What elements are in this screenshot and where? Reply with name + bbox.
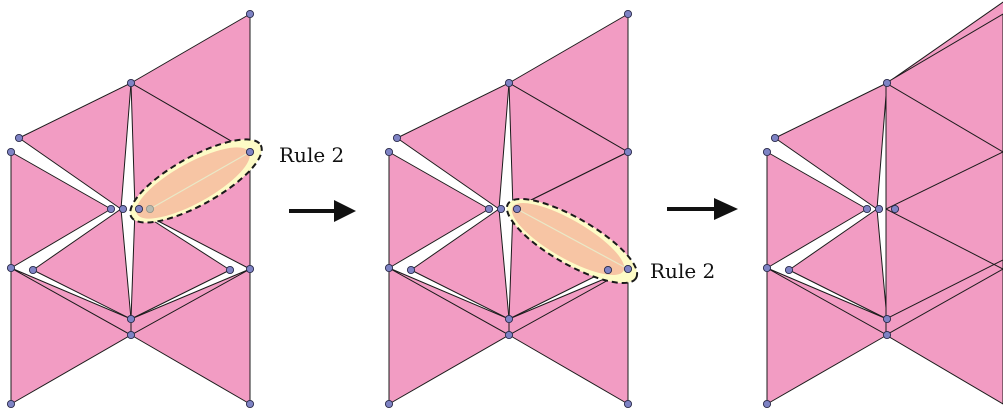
vertex-node <box>134 204 144 214</box>
vertex-node <box>245 264 255 274</box>
tile-edge <box>885 82 1003 153</box>
vertex-node <box>882 314 892 324</box>
tile-triangle <box>774 82 888 210</box>
vertex-node <box>384 263 394 273</box>
vertex-node <box>28 265 38 275</box>
vertex-node <box>623 399 633 409</box>
tile-triangle <box>32 208 132 320</box>
vertex-node <box>6 147 16 157</box>
tile-triangle <box>508 268 629 336</box>
tile-triangle <box>410 208 510 320</box>
vertex-node <box>762 399 772 409</box>
tile-triangle <box>388 151 490 269</box>
vertex-node <box>882 78 892 88</box>
vertex-node <box>225 265 235 275</box>
vertex-node <box>392 133 402 143</box>
vertex-node <box>890 204 900 214</box>
vertex-node <box>512 204 522 214</box>
vertex-node <box>770 133 780 143</box>
vertex-node <box>623 9 633 19</box>
vertex-node <box>406 265 416 275</box>
vertex-node <box>882 330 892 340</box>
vertex-node <box>484 204 494 214</box>
vertex-node <box>504 78 514 88</box>
vertex-node <box>384 147 394 157</box>
vertex-node <box>126 78 136 88</box>
vertex-node <box>762 147 772 157</box>
tile-triangle <box>130 208 231 320</box>
tile-triangle <box>885 13 1003 405</box>
vertex-node <box>14 133 24 143</box>
tile-edge <box>885 268 1003 336</box>
rule-label-2: Rule 2 <box>650 259 715 283</box>
arrow-1 <box>289 200 356 222</box>
vertex-node <box>603 265 613 275</box>
rule-label-1: Rule 2 <box>279 143 344 167</box>
panel-step-3 <box>762 1 1003 409</box>
vertex-node <box>106 204 116 214</box>
vertex-node <box>6 263 16 273</box>
vertex-node <box>862 204 872 214</box>
panel-step-2 <box>384 9 639 409</box>
vertex-node <box>504 330 514 340</box>
vertex-node <box>784 265 794 275</box>
tile-triangle <box>10 151 112 269</box>
tile-triangle <box>788 208 888 320</box>
vertex-node <box>623 147 633 157</box>
tile-triangle <box>766 151 868 269</box>
tile-triangle <box>396 82 510 210</box>
panel-step-1 <box>6 9 263 409</box>
vertex-node <box>504 314 514 324</box>
vertex-node <box>384 399 394 409</box>
tile-edge <box>885 151 1003 210</box>
vertex-node <box>245 9 255 19</box>
vertex-node <box>762 263 772 273</box>
vertex-node <box>126 314 136 324</box>
tile-edge <box>885 259 1003 320</box>
vertex-node <box>126 330 136 340</box>
vertex-node <box>496 204 506 214</box>
tile-triangle <box>130 268 251 336</box>
rule-highlight <box>129 138 263 224</box>
vertex-node <box>118 204 128 214</box>
tile-triangle <box>18 82 132 210</box>
vertex-node <box>245 399 255 409</box>
vertex-node <box>623 264 633 274</box>
arrow-2 <box>667 198 738 220</box>
vertex-node <box>874 204 884 214</box>
vertex-node <box>245 147 255 157</box>
vertex-node <box>6 399 16 409</box>
tile-edge <box>885 208 1003 270</box>
